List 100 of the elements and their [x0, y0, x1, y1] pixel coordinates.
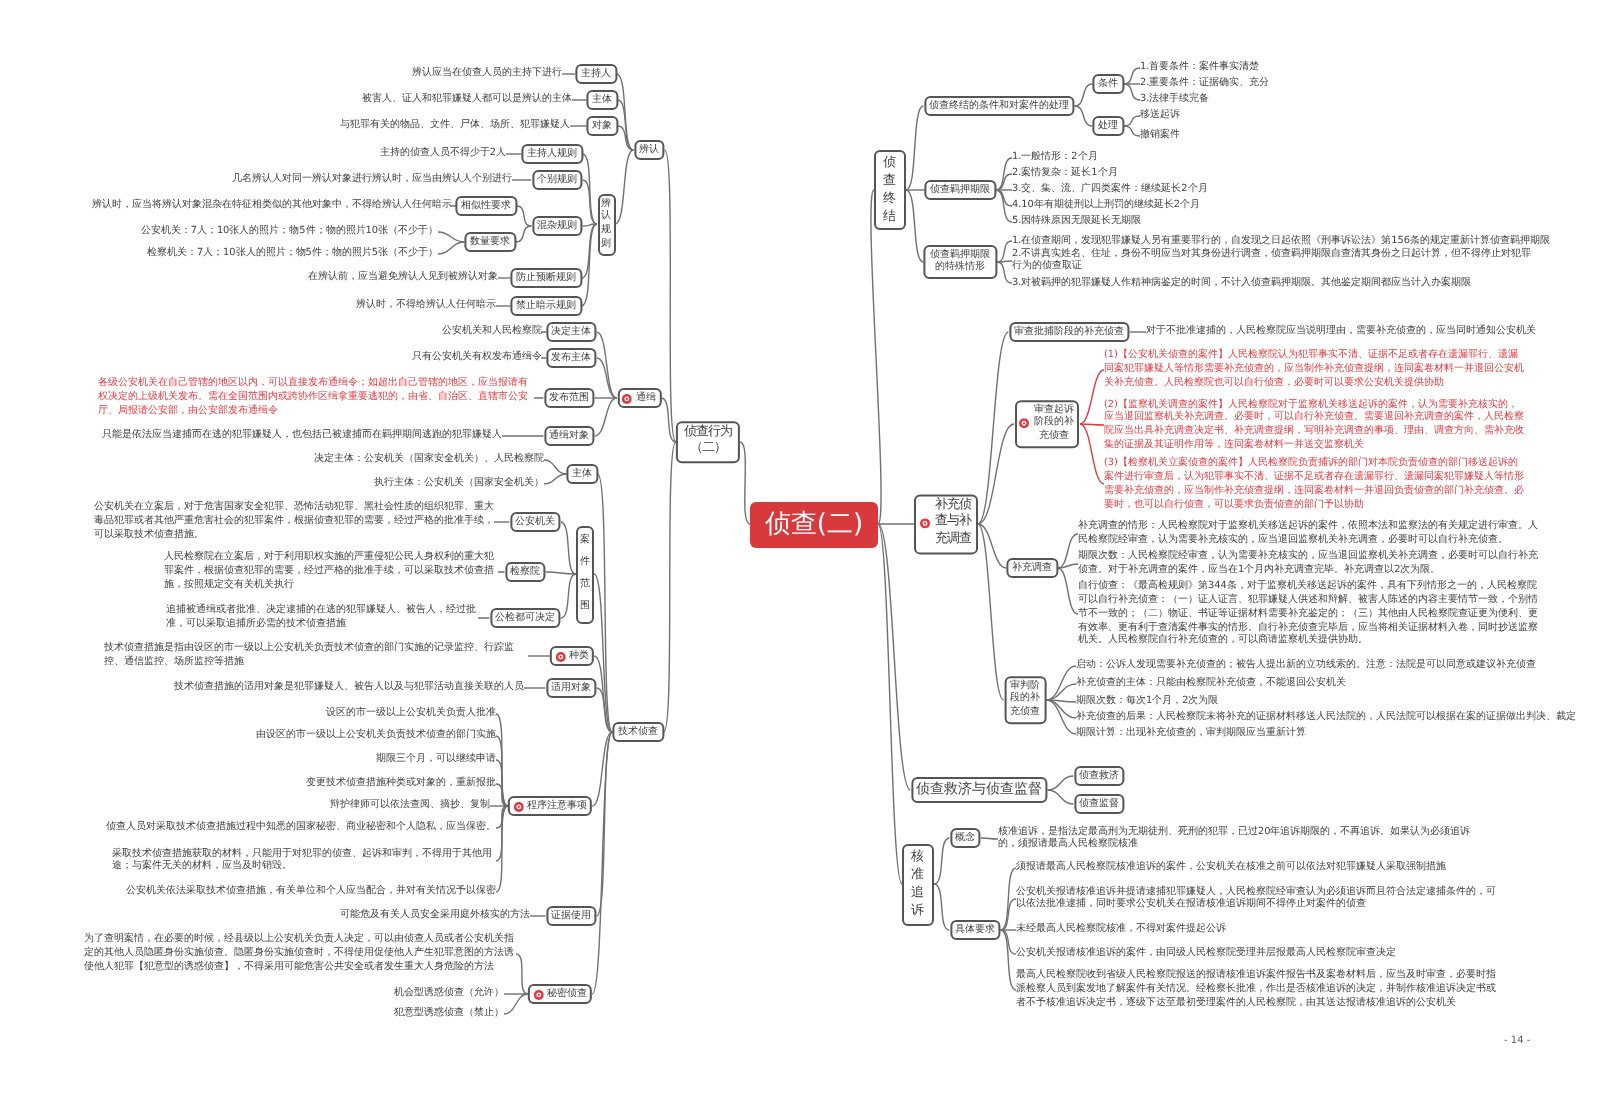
topic-box — [507, 795, 593, 817]
branch-line — [581, 153, 598, 225]
branch-line — [1079, 423, 1105, 485]
branch-line — [1122, 125, 1141, 137]
branch-line — [739, 441, 751, 525]
branch-line — [979, 837, 999, 840]
branch-line — [495, 783, 509, 807]
branch-line — [1045, 699, 1077, 719]
branch-line — [581, 179, 598, 225]
branch-line — [497, 277, 512, 279]
topic-box — [914, 494, 978, 554]
branch-line — [495, 805, 509, 862]
branch-line — [595, 357, 618, 399]
branch-line — [1079, 369, 1105, 425]
branch-line — [977, 523, 1008, 569]
branch-line — [1056, 563, 1079, 569]
branch-line — [994, 173, 1013, 191]
branch-line — [999, 929, 1017, 955]
branch-line — [1128, 331, 1147, 333]
branch-line — [437, 231, 466, 243]
branch-line — [503, 993, 529, 995]
branch-line — [1045, 665, 1077, 701]
branch-line — [994, 189, 1013, 207]
branch-line — [999, 929, 1017, 991]
branch-line — [495, 759, 509, 807]
branch-line — [1056, 567, 1079, 615]
branch-line — [495, 305, 512, 307]
branch-line — [559, 573, 577, 619]
branch-line — [877, 523, 912, 791]
branch-line — [1122, 115, 1141, 127]
branch-line — [581, 223, 598, 227]
branch-line — [999, 929, 1017, 931]
branch-line — [933, 883, 951, 931]
branch-line — [870, 189, 882, 525]
branch-line — [495, 713, 509, 807]
branch-line — [995, 240, 1013, 263]
branch-line — [523, 687, 547, 689]
branch-line — [493, 521, 511, 523]
branch-line — [995, 261, 1013, 284]
branch-line — [495, 735, 509, 807]
branch-line — [544, 571, 577, 575]
branch-line — [977, 423, 1015, 525]
branch-line — [905, 105, 925, 191]
branch-line — [1045, 699, 1077, 735]
branch-line — [999, 898, 1017, 931]
branch-line — [593, 655, 614, 733]
branch-line — [437, 241, 466, 255]
topic-box — [616, 387, 662, 409]
branch-line — [511, 179, 533, 181]
branch-line — [1079, 423, 1105, 426]
branch-line — [580, 223, 598, 279]
branch-line — [533, 397, 545, 399]
branch-line — [495, 805, 509, 829]
branch-line — [477, 617, 491, 619]
branch-line — [596, 473, 614, 733]
branch-line — [497, 571, 506, 573]
branch-line — [540, 331, 547, 333]
branch-line — [616, 125, 635, 151]
branch-line — [501, 435, 545, 437]
branch-line — [569, 125, 588, 127]
branch-line — [905, 189, 926, 191]
branch-line — [540, 357, 547, 359]
branch-line — [595, 331, 618, 399]
branch-line — [543, 473, 568, 485]
branch-line — [877, 523, 903, 885]
branch-line — [527, 655, 551, 657]
topic-box — [1014, 400, 1080, 448]
topic-box — [549, 645, 595, 667]
branch-line — [591, 731, 614, 807]
branch-line — [514, 225, 533, 243]
topic-box — [527, 983, 593, 1005]
branch-line — [1056, 533, 1079, 569]
branch-line — [571, 99, 588, 101]
branch-line — [905, 189, 925, 263]
branch-line — [505, 153, 523, 155]
branch-line — [977, 331, 1010, 525]
branch-line — [1046, 789, 1075, 805]
branch-line — [595, 731, 614, 917]
branch-line — [877, 523, 915, 525]
branch-line — [995, 260, 1013, 263]
branch-line — [543, 459, 568, 475]
branch-line — [1046, 775, 1075, 791]
branch-line — [515, 205, 533, 227]
branch-line — [1045, 683, 1077, 701]
branch-line — [615, 73, 635, 151]
branch-line — [663, 149, 677, 443]
branch-line — [495, 805, 509, 893]
branch-line — [515, 953, 529, 995]
branch-line — [1045, 699, 1077, 703]
branch-line — [561, 73, 577, 75]
branch-line — [489, 805, 509, 807]
branch-line — [593, 397, 618, 437]
branch-line — [1073, 105, 1094, 127]
branch-line — [595, 687, 614, 733]
branch-line — [503, 993, 529, 1015]
branch-line — [1073, 83, 1094, 107]
branch-line — [559, 521, 577, 575]
branch-line — [994, 189, 1013, 191]
branch-line — [616, 99, 635, 151]
branch-line — [1122, 83, 1141, 101]
